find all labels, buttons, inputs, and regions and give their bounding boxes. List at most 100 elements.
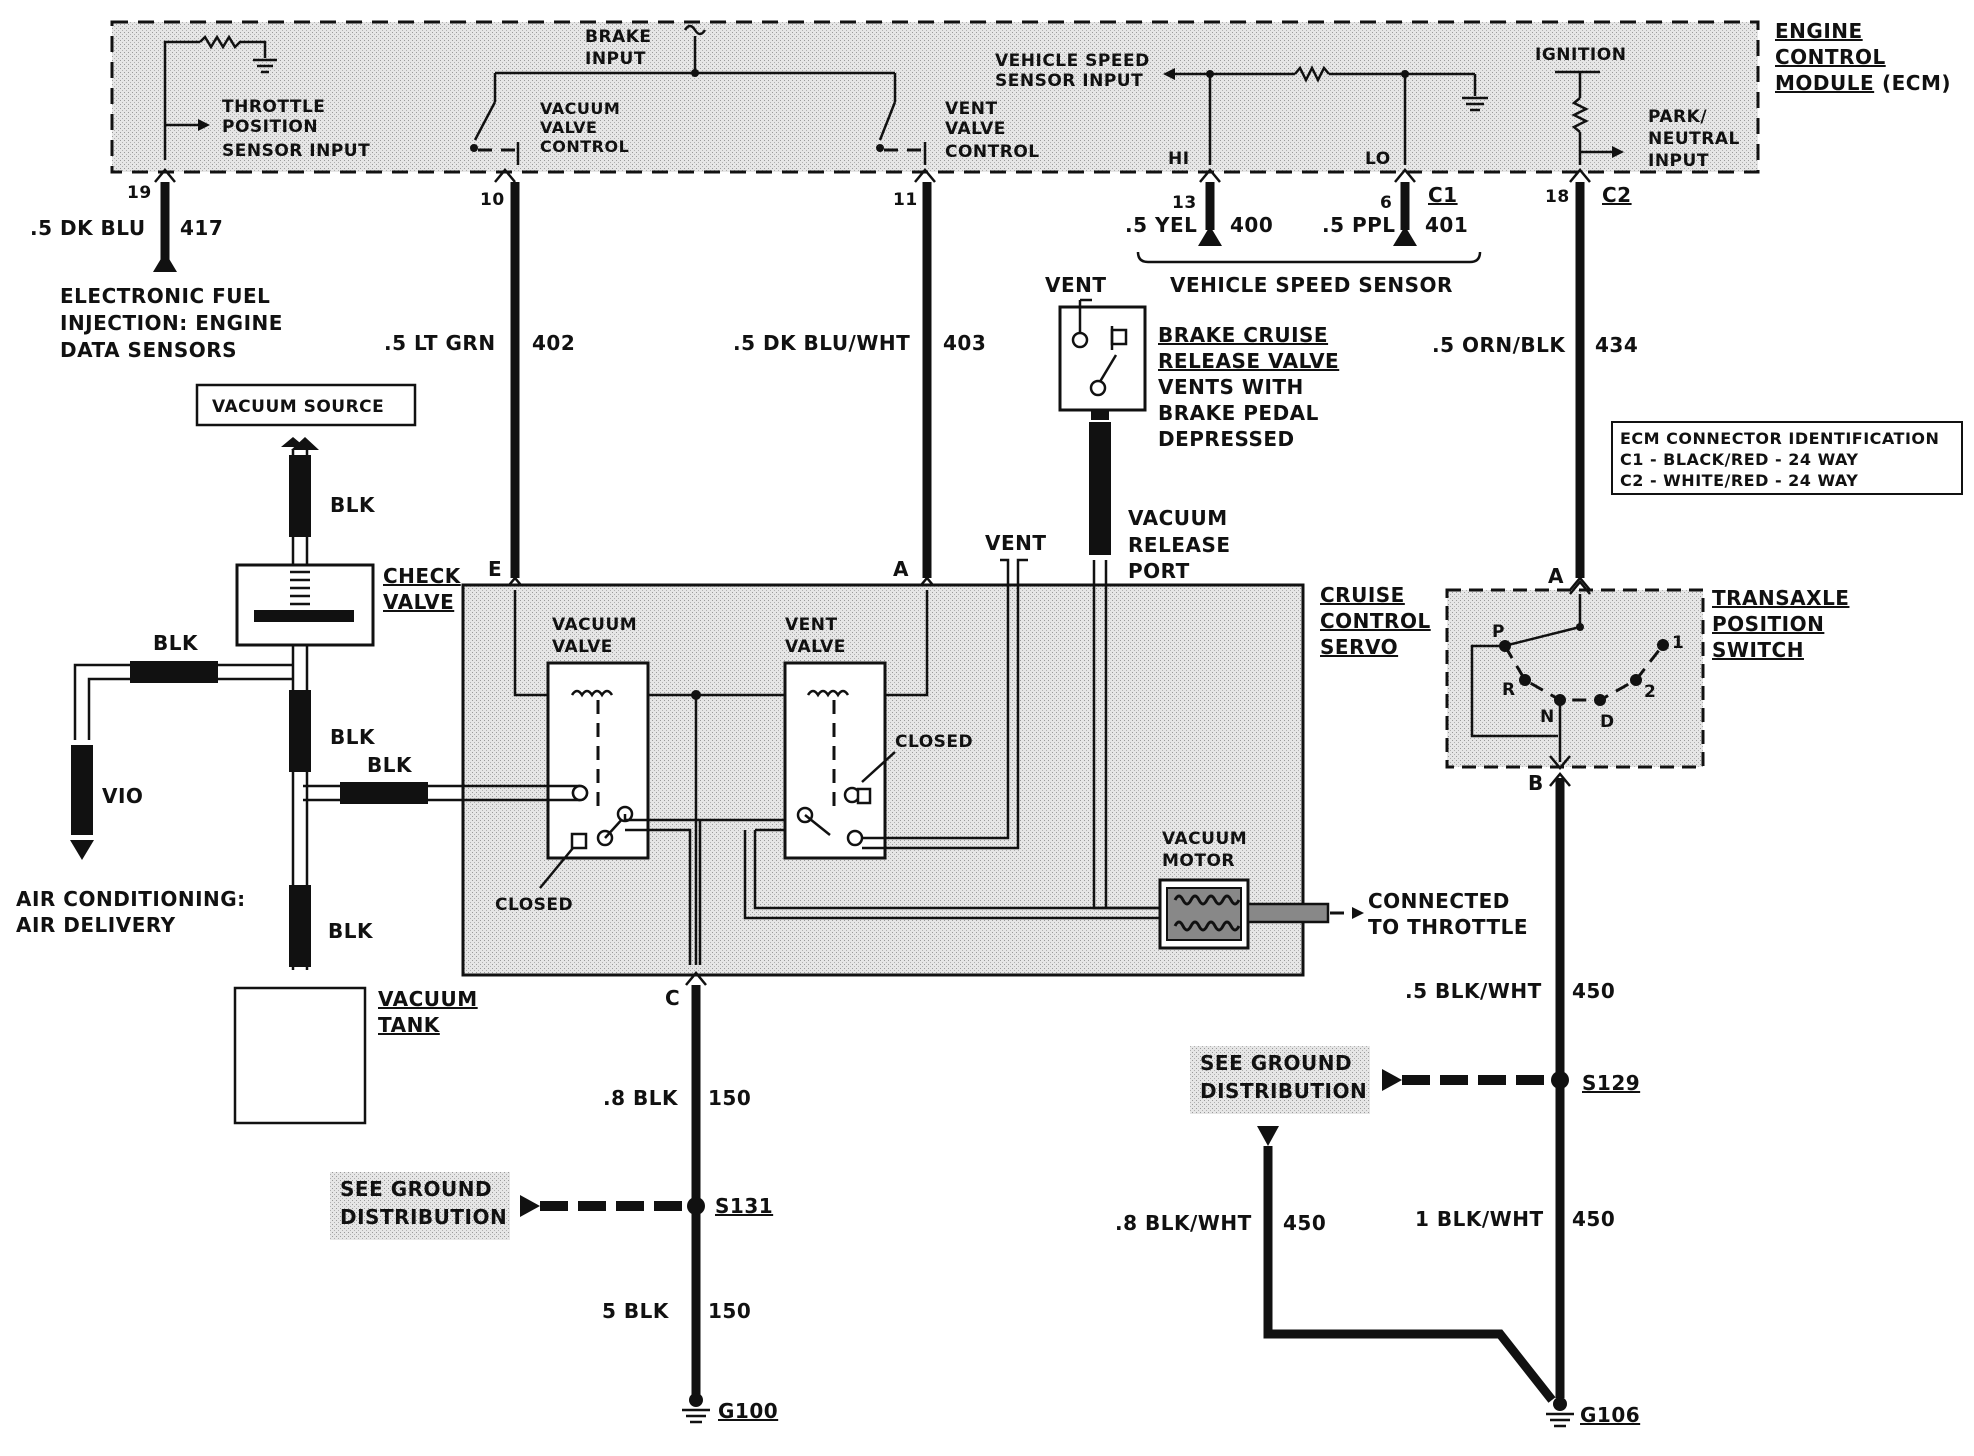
vacuum-source-label: VACUUM SOURCE [212, 397, 384, 417]
check-valve-spring [290, 570, 310, 606]
release-port-3: PORT [1128, 559, 1190, 583]
gear-p: P [1492, 622, 1505, 642]
vacuum-source-assembly: VACUUM SOURCE BLK CHECK VALVE BLK BLK BL… [16, 383, 478, 1125]
ecm-conn-title: ECM CONNECTOR IDENTIFICATION [1620, 429, 1939, 448]
arrow-icon [70, 840, 94, 860]
wire-434-circuit: 434 [1595, 333, 1638, 357]
check-valve-label-2: VALVE [383, 590, 454, 614]
ecm-module: ENGINE CONTROL MODULE (ECM) THROTTLE POS… [110, 19, 1951, 174]
blk-hose-segment [130, 661, 218, 683]
blk-hose-segment [340, 782, 428, 804]
ecm-title-3: MODULE [1775, 71, 1874, 95]
arrow-icon [1382, 1069, 1402, 1091]
ac-label-1: AIR CONDITIONING: [16, 887, 246, 911]
ecm-connector-id-box: ECM CONNECTOR IDENTIFICATION C1 - BLACK/… [1611, 421, 1963, 495]
connector-icon [1198, 226, 1222, 246]
pin-10: 10 [480, 190, 505, 210]
vacuum-tank-label-1: VACUUM [378, 987, 478, 1011]
connector-icon [153, 252, 177, 272]
wire-450-branch [1263, 1146, 1556, 1403]
ac-label-2: AIR DELIVERY [16, 913, 176, 937]
brake-input-label-1: BRAKE [585, 27, 652, 47]
vacuum-motor-label-2: MOTOR [1162, 851, 1235, 871]
vacuum-valve-control-3: CONTROL [540, 137, 629, 156]
vss-input-2: SENSOR INPUT [995, 71, 1143, 91]
vent-valve-label-1: VENT [785, 615, 838, 635]
pin-13: 13 [1172, 193, 1197, 213]
vacuum-motor-label-1: VACUUM [1162, 829, 1247, 849]
servo-label-1: CRUISE [1320, 583, 1405, 607]
wire-400-circuit: 400 [1230, 213, 1273, 237]
blk-label-top: BLK [330, 493, 376, 517]
wire-450c-color: 1 BLK/WHT [1415, 1207, 1544, 1231]
wire-417-circuit: 417 [180, 216, 223, 240]
ground-icon [253, 58, 277, 74]
vent-valve-label-2: VALVE [785, 637, 846, 657]
pin-6: 6 [1380, 193, 1392, 213]
vacuum-control-switch [473, 101, 497, 141]
pin-18: 18 [1545, 187, 1570, 207]
connector-icon [1257, 1126, 1279, 1146]
vent-mid-label: VENT [985, 531, 1047, 555]
wire-403-color: .5 DK BLU/WHT [733, 331, 910, 355]
vacuum-motor: VACUUM MOTOR [1158, 829, 1330, 950]
wire-450a-circuit: 450 [1572, 979, 1615, 1003]
vacuum-tank [233, 986, 367, 1125]
park-neutral-3: INPUT [1648, 151, 1709, 171]
vacuum-valve-label-1: VACUUM [552, 615, 637, 635]
lo-label: LO [1365, 149, 1391, 169]
vent-valve-control-3: CONTROL [945, 142, 1040, 162]
hi-label: HI [1168, 149, 1190, 169]
throttle-rod [1246, 902, 1330, 924]
efi-label-1: ELECTRONIC FUEL [60, 284, 270, 308]
gear-r: R [1502, 680, 1516, 700]
cruise-control-servo: CRUISE CONTROL SERVO E A C VACUUM VALVE … [461, 531, 1430, 1010]
check-valve-label-1: CHECK [383, 564, 462, 588]
blk-hose-segment [289, 690, 311, 772]
blk-hose-segment [289, 455, 311, 537]
ecm-pins: 19 10 11 13 6 C1 18 C2 [127, 168, 1631, 213]
ignition-label: IGNITION [1535, 45, 1626, 65]
vent-top-label: VENT [1045, 273, 1107, 297]
solenoid-coil [806, 689, 850, 698]
wire-402-circuit: 402 [532, 331, 575, 355]
pin-11: 11 [893, 190, 918, 210]
solenoid-coil [570, 689, 614, 698]
blk-label-mid: BLK [330, 725, 376, 749]
park-neutral-2: NEUTRAL [1648, 129, 1740, 149]
gear-n: N [1540, 707, 1555, 727]
tps-label-1: THROTTLE [222, 97, 325, 117]
connector-c1: C1 [1428, 183, 1458, 207]
wire-417-color: .5 DK BLU [30, 216, 146, 240]
splice-s131 [687, 1197, 705, 1215]
wire-450b-circuit: 450 [1283, 1211, 1326, 1235]
conn-a2: A [1548, 564, 1564, 588]
wire-150a-circuit: 150 [708, 1086, 751, 1110]
see-ground-s129-1: SEE GROUND [1200, 1051, 1352, 1075]
vss-input-1: VEHICLE SPEED [995, 51, 1150, 71]
brake-input-label-2: INPUT [585, 49, 646, 69]
vacuum-tank-label-2: TANK [378, 1013, 441, 1037]
conn-e: E [488, 557, 502, 581]
g100-label: G100 [718, 1399, 778, 1423]
tps-internal-line [163, 40, 200, 160]
wire-400-color: .5 YEL [1125, 213, 1197, 237]
park-neutral-1: PARK/ [1648, 107, 1707, 127]
arrow-icon [1163, 68, 1175, 80]
wire-401-circuit: 401 [1425, 213, 1468, 237]
wire-150a-color: .8 BLK [603, 1086, 679, 1110]
g106-label: G106 [1580, 1403, 1640, 1427]
brake-valve-desc-2: BRAKE PEDAL [1158, 401, 1319, 425]
wire-402-color: .5 LT GRN [384, 331, 496, 355]
vent-valve-control-2: VALVE [945, 119, 1006, 139]
ground-icon [1546, 1397, 1574, 1428]
ecm-title-1: ENGINE [1775, 19, 1863, 43]
vss-resistor [1294, 65, 1330, 83]
tps-label-3: SENSOR INPUT [222, 141, 370, 161]
s129-label: S129 [1582, 1071, 1640, 1095]
see-ground-s131-2: DISTRIBUTION [340, 1205, 507, 1229]
conn-c: C [665, 986, 680, 1010]
gear-2: 2 [1644, 682, 1656, 702]
